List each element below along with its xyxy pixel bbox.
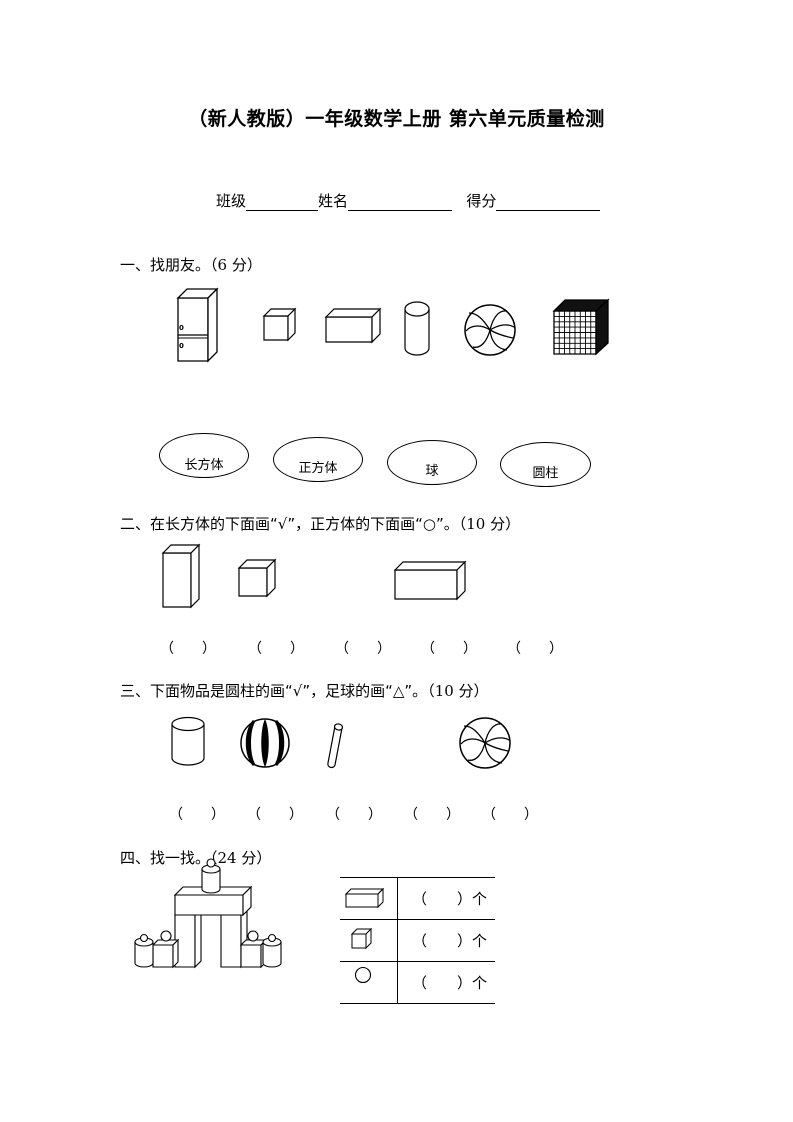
q2-heading: 二、在长方体的下面画“√”，正方体的下面画“○”。（10 分） xyxy=(120,515,521,533)
q2-answer-4[interactable]: （ ） xyxy=(421,641,477,657)
grid-cube-icon xyxy=(552,298,610,356)
q2-answer-1[interactable]: （ ） xyxy=(160,641,216,657)
block-structure-illustration xyxy=(134,858,282,969)
q3-answer-2[interactable]: （ ） xyxy=(247,807,303,823)
q3-points: （10 分） xyxy=(427,682,489,700)
table-answer-cell[interactable]: （ ）个 xyxy=(397,877,495,920)
q2-answer-5[interactable]: （ ） xyxy=(507,641,563,657)
score-label: 得分 xyxy=(466,192,497,210)
q2-answer-2[interactable]: （ ） xyxy=(248,641,304,657)
name-label: 姓名 xyxy=(318,192,349,210)
q3-answer-4[interactable]: （ ） xyxy=(404,807,460,823)
q1-points: （6 分） xyxy=(210,256,262,274)
q3-answer-5[interactable]: （ ） xyxy=(482,807,538,823)
oval-cube-label[interactable]: 正方体 xyxy=(273,437,363,482)
score-blank[interactable] xyxy=(496,193,601,211)
cuboid-icon xyxy=(344,887,385,908)
table-row: （ ）个 xyxy=(340,877,495,920)
table-shape-cell xyxy=(340,919,398,962)
q3-heading: 三、下面物品是圆柱的画“√”，足球的画“△”。（10 分） xyxy=(120,682,489,700)
cube-icon xyxy=(350,927,373,949)
class-blank[interactable] xyxy=(246,193,319,211)
fridge-icon: 0 0 xyxy=(176,287,219,363)
q2-answer-3[interactable]: （ ） xyxy=(335,641,391,657)
cuboid-icon xyxy=(324,307,382,344)
q2-points: （10 分） xyxy=(458,515,521,533)
q4-heading: 四、找一找。（24 分） xyxy=(120,849,272,867)
q3-answer-3[interactable]: （ ） xyxy=(326,807,382,823)
page-title: （新人教版）一年级数学上册 第六单元质量检测 xyxy=(188,108,605,130)
circle-icon xyxy=(354,966,372,983)
fridge-mark-top: 0 xyxy=(179,324,184,332)
tall-cuboid-icon xyxy=(161,543,201,609)
fridge-mark-bottom: 0 xyxy=(179,342,184,350)
cube-icon xyxy=(237,558,277,598)
student-info-line: 班级 姓名 得分 xyxy=(216,190,601,211)
cube-icon xyxy=(262,307,297,342)
table-shape-cell xyxy=(340,961,398,1004)
class-label: 班级 xyxy=(216,192,247,210)
q4-points: （24 分） xyxy=(210,849,272,867)
table-answer-cell[interactable]: （ ）个 xyxy=(397,961,495,1004)
q3-answer-1[interactable]: （ ） xyxy=(169,807,225,823)
oval-sphere-label[interactable]: 球 xyxy=(387,440,477,485)
stick-cylinder-icon xyxy=(327,723,344,769)
cylinder-icon xyxy=(171,716,205,766)
striped-ball-icon xyxy=(240,718,290,768)
table-row: （ ）个 xyxy=(340,961,495,1004)
table-row: （ ）个 xyxy=(340,919,495,962)
flat-cuboid-icon xyxy=(393,560,467,601)
table-answer-cell[interactable]: （ ）个 xyxy=(397,919,495,962)
name-blank[interactable] xyxy=(348,193,453,211)
volleyball-icon xyxy=(464,304,516,356)
oval-cuboid-label[interactable]: 长方体 xyxy=(159,433,249,478)
cylinder-icon xyxy=(404,301,430,356)
table-shape-cell xyxy=(340,877,398,920)
q1-heading: 一、找朋友。（6 分） xyxy=(120,256,262,274)
oval-cylinder-label[interactable]: 圆柱 xyxy=(500,442,591,487)
volleyball-icon xyxy=(459,717,511,769)
shape-count-table: （ ）个 （ ）个 （ ）个 xyxy=(340,877,495,1004)
